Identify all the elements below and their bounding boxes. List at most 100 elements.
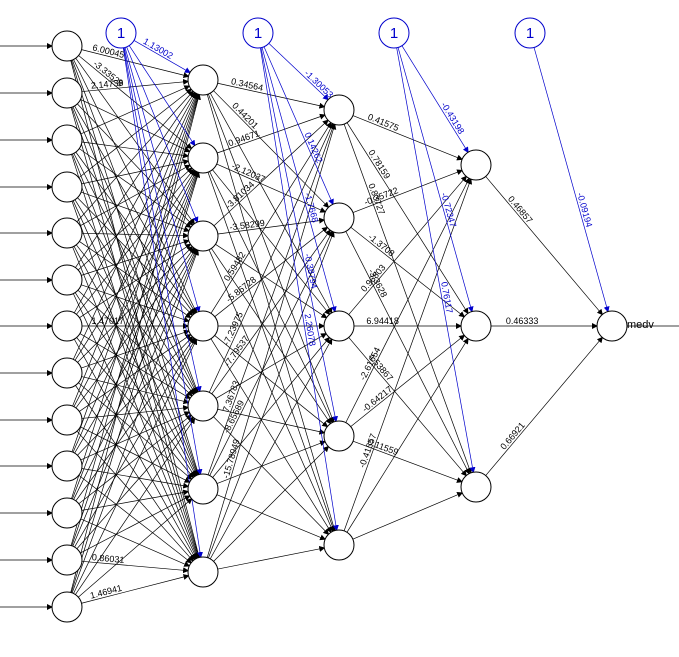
weight-edge — [81, 284, 190, 323]
bias-node — [242, 17, 274, 49]
weight-edge — [73, 92, 197, 314]
weight-edge — [79, 241, 192, 319]
weight-edge — [217, 408, 326, 435]
weight-edge — [209, 230, 333, 476]
bias-edge — [261, 47, 337, 313]
weight-label: 0.59482 — [222, 250, 248, 283]
weight-edge — [71, 93, 200, 452]
bias-node-label: 1 — [526, 25, 534, 42]
weight-edge — [75, 417, 196, 595]
hidden1-node — [187, 390, 219, 422]
weight-label: 0.46333 — [506, 316, 539, 326]
weight-edge — [72, 92, 199, 407]
bias-edge — [396, 47, 476, 474]
weight-edge — [80, 518, 191, 567]
weight-edge — [77, 245, 194, 363]
weight-label: 2.14738 — [91, 78, 124, 91]
weight-edge — [71, 107, 200, 476]
bias-edge — [123, 47, 203, 476]
weight-edge — [70, 93, 201, 546]
hidden1-node — [187, 556, 219, 588]
weight-edge — [213, 416, 330, 535]
weight-edge — [213, 119, 329, 227]
weight-edge — [75, 57, 195, 225]
weight-edge — [81, 78, 190, 92]
weight-edge — [75, 151, 195, 315]
bias-edge — [260, 47, 339, 423]
bias-node-label: 1 — [117, 25, 125, 42]
weight-label: -15.78949 — [221, 438, 242, 480]
weight-edge — [74, 248, 196, 454]
weight-edge — [80, 411, 191, 461]
bias-edge — [124, 47, 201, 313]
weight-edge — [76, 430, 194, 562]
weight-edge — [217, 82, 326, 109]
weight-label: 1.46941 — [89, 583, 123, 601]
weight-edge — [215, 243, 328, 319]
weight-label: 6.94418 — [366, 316, 399, 326]
weight-edge — [71, 154, 200, 559]
weight-edge — [211, 248, 332, 425]
input-node — [51, 497, 83, 529]
weight-edge — [81, 574, 190, 604]
weight-edge — [213, 90, 330, 209]
input-arrows — [0, 43, 679, 610]
weight-edges — [70, 49, 603, 604]
weight-edge — [72, 248, 199, 547]
weight-label: 0.86031 — [91, 552, 124, 565]
weight-edge — [78, 474, 192, 564]
bias-weight-label: -0.09194 — [575, 191, 594, 228]
input-node — [51, 30, 83, 62]
weight-edge — [78, 88, 192, 179]
weight-edge — [352, 169, 463, 213]
weight-edge — [206, 123, 337, 558]
input-node — [51, 124, 83, 156]
weight-edge — [348, 175, 467, 315]
weight-edge — [73, 170, 197, 407]
hidden3-node — [460, 149, 492, 181]
weight-label: 1.47017 — [91, 316, 124, 326]
weight-edge — [71, 201, 200, 559]
hidden2-node — [323, 529, 355, 561]
weight-edge — [209, 338, 333, 560]
weight-edge — [81, 560, 190, 574]
bias-weight-label: -1.30053 — [303, 68, 336, 100]
weight-edge — [485, 176, 603, 316]
weight-edge — [348, 337, 467, 477]
hidden2-node — [323, 420, 355, 452]
weight-edge — [72, 92, 198, 360]
weight-edge — [76, 337, 195, 479]
weight-edge — [216, 163, 327, 213]
hidden1-node — [187, 473, 219, 505]
weight-label: 0.34564 — [230, 76, 264, 93]
bias-weight-label: -0.72347 — [439, 191, 458, 228]
weight-edge — [215, 333, 327, 399]
hidden1-node — [187, 64, 219, 96]
weight-edge — [343, 123, 472, 474]
weight-label: 0.41575 — [366, 112, 400, 133]
weight-edge — [210, 338, 332, 534]
input-node — [51, 171, 83, 203]
weight-edge — [217, 217, 326, 235]
weight-edge — [81, 232, 190, 239]
weight-edge — [207, 172, 336, 532]
weight-edge — [75, 385, 196, 561]
weight-edge — [217, 113, 326, 154]
input-node — [51, 591, 83, 623]
weight-edge — [352, 440, 463, 483]
weight-edge — [70, 107, 201, 559]
weight-label: -0.64217 — [360, 384, 394, 414]
weight-edge — [72, 153, 199, 476]
weight-edge — [73, 248, 197, 500]
hidden2-node — [323, 202, 355, 234]
hidden1-node — [187, 220, 219, 252]
input-node — [51, 310, 83, 342]
bias-edge — [401, 45, 469, 154]
weight-edge — [214, 226, 329, 317]
input-node — [51, 450, 83, 482]
weight-edge — [346, 122, 469, 315]
weight-edge — [345, 177, 470, 423]
input-node — [51, 544, 83, 576]
hidden1-node — [187, 310, 219, 342]
